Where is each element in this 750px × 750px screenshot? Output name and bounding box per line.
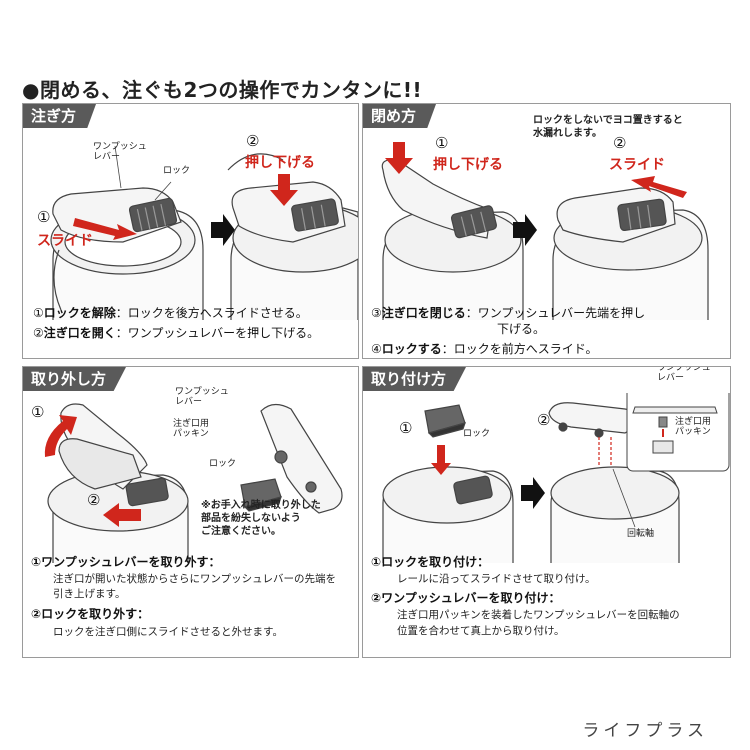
slide-arrow-close [631,176,687,198]
pour-step2-action: 押し下げる [245,155,315,171]
attach-lever-part [548,402,637,438]
brand-watermark: ライフプラス [582,721,708,741]
attach-down-arrow-1 [431,445,451,475]
press-arrow-right [270,174,298,206]
panel-pour: 注ぎ方 [22,103,359,359]
close-step2-action: スライド [609,157,665,173]
leader-lever [114,145,122,189]
remove-lever [58,403,169,507]
next-arrow-2 [513,214,537,246]
attach-label-lock: ロック [463,429,491,439]
next-arrow-1 [211,214,235,246]
remove-step1-line1: 注ぎ口が開いた状態からさらにワンプッシュレバーの先端を [53,573,336,585]
panel-attach-title: 取り付け方 [363,367,467,391]
leader-lock [154,181,172,201]
panel-remove: 取り外し方 ワンプッシュ レバー 注ぎ口用 パッキン ロック ① ② ※お手入れ… [22,366,359,658]
close-step1-action: 押し下げる [433,157,503,173]
attach-label-axis: 回転軸 [627,529,655,539]
pour-step1-num: ① [37,208,51,226]
remove-step2-head: ②ロックを取り外す： [31,607,150,621]
attach-step2-num: ② [537,411,551,429]
removed-lever [260,403,343,514]
attach-label-packing: 注ぎ口用 パッキン [675,417,712,437]
close-step-4: ④ロックする：ロックを前方へスライド。 [371,342,598,356]
remove-step2-line1: ロックを注ぎ口側にスライドさせると外せます。 [53,626,283,638]
remove-illustration [44,403,343,563]
panel-close: 閉め方 ロックをしないでヨコ置きすると 水漏れします。 ① 押し下げる [362,103,731,359]
attach-lid-right [550,466,680,563]
attach-step2-line2: 位置を合わせて真上から取り付け。 [397,625,565,637]
removed-lock [240,478,282,512]
slide-arrow-left [73,218,137,240]
attach-step2-line1: 注ぎ口用パッキンを装着したワンプッシュレバーを回転軸の [397,609,680,621]
close-step1-num: ① [435,134,449,152]
pour-step1-action: スライド [37,233,93,249]
attach-step1-num: ① [399,419,413,437]
close-step2-num: ② [613,134,627,152]
close-step-3-cont: 下げる。 [497,322,546,336]
next-arrow-3 [521,477,545,509]
remove-label-lock: ロック [209,459,237,469]
pour-illustration [50,145,358,320]
attach-label-lever: ワンプッシュ レバー [657,366,711,383]
attach-lock-part [424,404,466,438]
attach-lid-left [382,466,514,563]
attach-step1-line1: レールに沿ってスライドさせて取り付け。 [397,573,596,585]
attach-step2-head: ②ワンプッシュレバーを取り付け： [371,591,561,605]
panel-attach: 取り付け方 ワンプッシュ [362,366,731,658]
close-lid-left [382,207,524,320]
close-warning: ロックをしないでヨコ置きすると 水漏れします。 [533,115,683,139]
remove-step1-line2: 引き上げます。 [53,588,126,600]
remove-step2-num: ② [87,491,101,509]
attach-step1-head: ①ロックを取り付け： [371,555,490,569]
lever-right [231,181,346,243]
press-arrow-close [385,142,413,174]
panel-close-title: 閉め方 [363,104,437,128]
remove-label-packing: 注ぎ口用 パッキン [173,419,210,439]
close-illustration [381,142,709,320]
panel-remove-title: 取り外し方 [23,367,127,391]
remove-step1-num: ① [31,403,45,421]
pour-step-2: ②注ぎ口を開く：ワンプッシュレバーを押し下げる。 [33,326,320,340]
page-headline: ●閉める、注ぐも2つの操作でカンタンに!! [22,78,423,102]
close-step-3: ③注ぎ口を閉じる：ワンプッシュレバー先端を押し [371,306,646,320]
label-lock: ロック [163,166,191,176]
panel-pour-title: 注ぎ方 [23,104,97,128]
pour-step-1: ①ロックを解除：ロックを後方へスライドさせる。 [33,306,308,320]
remove-step1-head: ①ワンプッシュレバーを取り外す： [31,555,221,569]
remove-label-lever: ワンプッシュ レバー [175,387,229,407]
slide-arrow-remove [103,503,141,527]
inset-detail [626,393,730,472]
attach-illustration [382,393,730,563]
lift-arrow [44,415,77,457]
close-lever-right [556,187,676,243]
label-lever: ワンプッシュ レバー [93,142,147,162]
remove-caution: ※お手入れ時に取り外した 部品を紛失しないよう ご注意ください。 [201,500,321,537]
pour-step2-num: ② [246,132,260,150]
axis-leader [612,468,636,528]
